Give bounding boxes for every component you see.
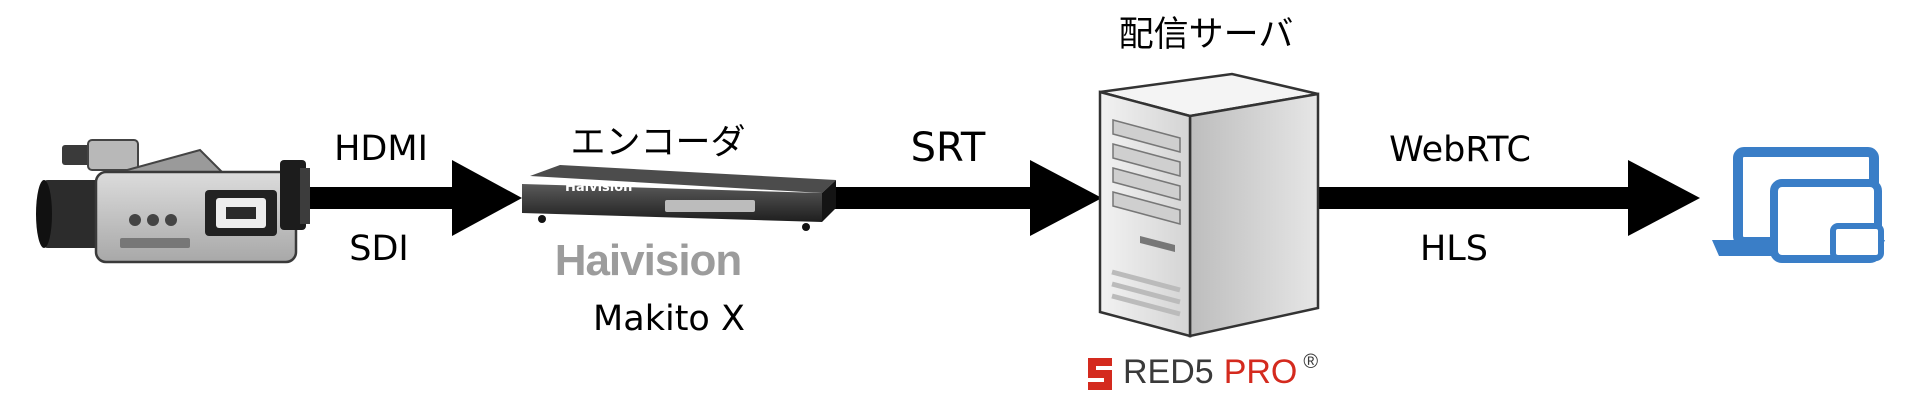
video-camera-icon	[36, 139, 310, 264]
red5-logo-text: RED5	[1123, 352, 1214, 391]
red5-logo: RED5 PRO ®	[1085, 350, 1319, 392]
label-server: 配信サーバ	[1118, 15, 1294, 55]
label-sdi: SDI	[349, 229, 409, 269]
server-tower-icon	[1098, 72, 1320, 338]
encoder-device-icon	[522, 165, 836, 231]
arrow-server-to-devices	[1318, 160, 1700, 236]
red5-logo-icon	[1088, 358, 1112, 390]
red5-registered-mark: ®	[1303, 350, 1319, 373]
label-encoder-model: Makito X	[593, 299, 745, 339]
label-hls: HLS	[1419, 229, 1489, 269]
label-hdmi: HDMI	[334, 129, 428, 169]
red5-logo-pro: PRO	[1223, 352, 1298, 391]
label-srt: SRT	[910, 125, 986, 171]
encoder-badge: Haivision	[565, 180, 633, 195]
label-encoder: エンコーダ	[570, 123, 746, 163]
devices-icon	[1712, 147, 1885, 263]
label-webrtc: WebRTC	[1389, 130, 1531, 170]
arrow-encoder-to-server	[830, 160, 1102, 236]
arrow-camera-to-encoder	[305, 160, 522, 236]
encoder-brand: Haivision	[554, 236, 743, 285]
